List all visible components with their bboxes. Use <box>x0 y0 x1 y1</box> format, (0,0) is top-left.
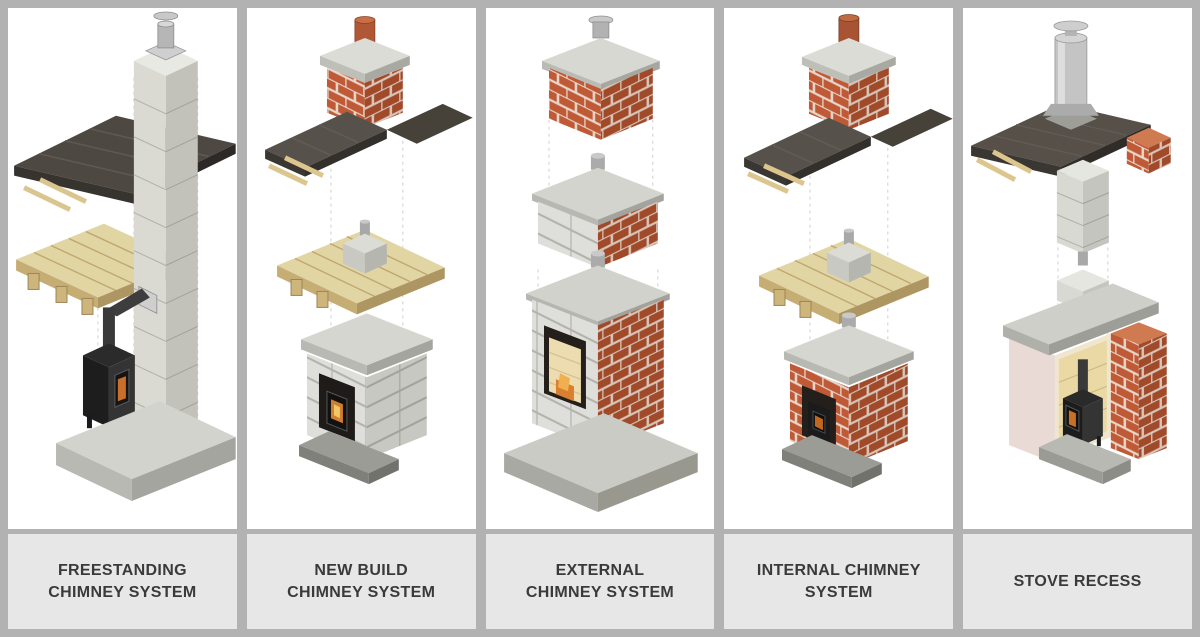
roof-section <box>744 108 954 194</box>
caption-stove-recess: STOVE RECESS <box>963 534 1192 629</box>
caption-line: SYSTEM <box>804 583 873 601</box>
stove <box>1063 359 1104 456</box>
chimney-stack-top <box>541 15 660 140</box>
external-chimney-system-diagram <box>503 15 698 513</box>
fire-window <box>117 376 126 402</box>
fire-window <box>1069 410 1077 428</box>
flue-support-block <box>342 219 387 274</box>
caption-freestanding: FREESTANDING CHIMNEY SYSTEM <box>8 534 237 629</box>
fire-window <box>815 415 824 431</box>
roof-section <box>14 115 236 212</box>
guide-lines <box>330 133 404 346</box>
caption-line: CHIMNEY SYSTEM <box>525 583 675 601</box>
internal-chimney-system-diagram <box>744 14 954 489</box>
chimney-stack-top <box>319 16 410 128</box>
freestanding-illustration <box>8 8 237 529</box>
chimney-cowl <box>144 11 187 61</box>
panel-stove-recess: STOVE RECESS <box>963 8 1192 629</box>
caption-line: CHIMNEY SYSTEM <box>48 583 197 601</box>
concrete-foundation <box>503 413 698 513</box>
stove-recess-diagram <box>971 20 1171 485</box>
stove-recess-illustration <box>963 8 1192 529</box>
caption-external: EXTERNAL CHIMNEY SYSTEM <box>485 534 715 629</box>
chimney-stack-top <box>802 14 897 130</box>
hearth-base <box>56 401 236 502</box>
new-build-chimney-system-diagram <box>264 16 473 485</box>
caption-line: INTERNAL CHIMNEY <box>756 561 921 579</box>
caption-line: STOVE RECESS <box>1013 572 1142 590</box>
panel-freestanding: FREESTANDING CHIMNEY SYSTEM <box>8 8 237 629</box>
panel-new-build: NEW BUILD CHIMNEY SYSTEM <box>246 8 476 629</box>
caption-internal: INTERNAL CHIMNEY SYSTEM <box>724 534 954 629</box>
chimney-block-column <box>133 45 198 456</box>
mid-wall-section <box>531 152 664 268</box>
hearth <box>1039 434 1131 485</box>
panel-internal: INTERNAL CHIMNEY SYSTEM <box>724 8 954 629</box>
caption-line: FREESTANDING <box>57 561 187 579</box>
stove <box>82 288 150 440</box>
caption-new-build: NEW BUILD CHIMNEY SYSTEM <box>246 534 476 629</box>
roof-section <box>264 103 473 186</box>
caption-line: NEW BUILD <box>314 561 408 579</box>
new-build-illustration <box>246 8 476 529</box>
caption-line: CHIMNEY SYSTEM <box>287 583 436 601</box>
main-wall-fireplace <box>525 250 670 450</box>
fireplace-assembly <box>298 313 433 485</box>
caption-line: EXTERNAL <box>555 561 645 579</box>
freestanding-chimney-system-diagram <box>14 11 236 502</box>
fireplace-assembly <box>782 312 915 489</box>
mantel-beam <box>1003 283 1159 356</box>
internal-illustration <box>724 8 954 529</box>
flue-support-block <box>827 228 872 283</box>
external-illustration <box>485 8 715 529</box>
panel-external: EXTERNAL CHIMNEY SYSTEM <box>485 8 715 629</box>
twin-wall-flue-terminal <box>1043 20 1100 116</box>
guide-lines <box>537 119 658 300</box>
